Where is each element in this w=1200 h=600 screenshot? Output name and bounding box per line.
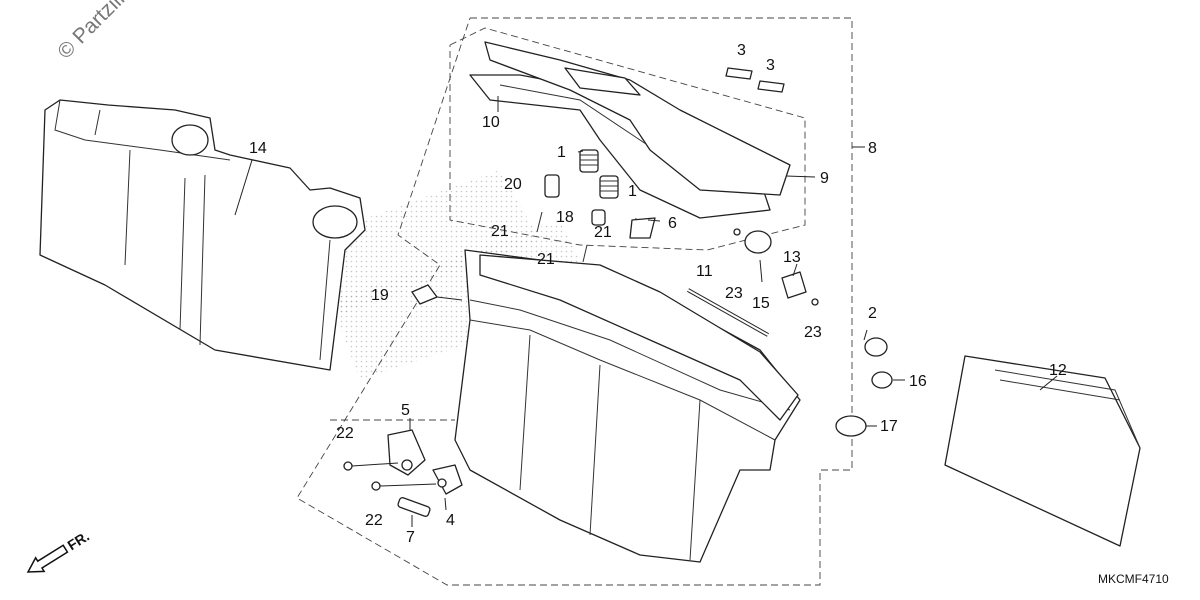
callout-23b[interactable]: 23	[804, 324, 822, 341]
callout-12[interactable]: 12	[1049, 362, 1067, 379]
callout-15[interactable]: 15	[752, 295, 770, 312]
callout-4[interactable]: 4	[446, 512, 455, 529]
callout-5[interactable]: 5	[401, 402, 410, 419]
callout-16[interactable]: 16	[909, 373, 927, 390]
callout-1a[interactable]: 1	[557, 144, 566, 161]
part-16-grommet[interactable]	[871, 371, 893, 389]
part-15-damper[interactable]	[744, 230, 772, 254]
part-22-screws[interactable]	[343, 461, 381, 491]
part-14-cover[interactable]	[39, 99, 366, 371]
front-arrow-icon: FR.	[26, 528, 92, 573]
watermark: © Partzilla.com	[53, 0, 169, 64]
part-12-side-panel[interactable]	[944, 355, 1141, 547]
part-1-springs[interactable]	[579, 149, 619, 199]
part-18-collar[interactable]	[591, 209, 606, 226]
callouts: 1 1 2 3 3 4 5 6 7 8 9 10 11 12 13 14 15 …	[249, 42, 1067, 546]
leader-lines	[234, 96, 1058, 527]
part-2-grommet[interactable]	[864, 337, 888, 357]
callout-21c[interactable]: 21	[594, 224, 612, 241]
callout-9[interactable]: 9	[820, 170, 829, 187]
callout-3b[interactable]: 3	[766, 57, 775, 74]
part-3-stickers[interactable]	[725, 67, 785, 93]
callout-2[interactable]: 2	[868, 305, 877, 322]
callout-21b[interactable]: 21	[537, 251, 555, 268]
part-4-latch[interactable]	[432, 464, 463, 495]
part-20-collar[interactable]	[544, 174, 560, 198]
callout-20[interactable]: 20	[504, 176, 522, 193]
part-13-spring[interactable]	[781, 271, 807, 299]
front-indicator: FR.	[64, 528, 92, 554]
callout-13[interactable]: 13	[783, 249, 801, 266]
callout-7[interactable]: 7	[406, 529, 415, 546]
part-11-rod[interactable]	[687, 288, 769, 337]
callout-6[interactable]: 6	[668, 215, 677, 232]
callout-19[interactable]: 19	[371, 287, 389, 304]
callout-23a[interactable]: 23	[725, 285, 743, 302]
callout-17[interactable]: 17	[880, 418, 898, 435]
part-17-grommet[interactable]	[835, 415, 867, 437]
callout-8[interactable]: 8	[868, 140, 877, 157]
callout-3a[interactable]: 3	[737, 42, 746, 59]
callout-22b[interactable]: 22	[365, 512, 383, 529]
part-6-bracket[interactable]	[629, 217, 656, 239]
callout-18[interactable]: 18	[556, 209, 574, 226]
callout-1b[interactable]: 1	[628, 183, 637, 200]
part-9-lid-top[interactable]	[484, 41, 791, 196]
callout-14[interactable]: 14	[249, 140, 267, 157]
diagram-code: MKCMF4710	[1098, 572, 1169, 586]
part-23-clips[interactable]	[733, 228, 819, 306]
part-7-spring[interactable]	[397, 497, 431, 517]
part-5-latch[interactable]	[387, 429, 426, 476]
callout-21a[interactable]: 21	[491, 223, 509, 240]
callout-22a[interactable]: 22	[336, 425, 354, 442]
part-8-main-box[interactable]	[454, 249, 801, 563]
callout-10[interactable]: 10	[482, 114, 500, 131]
callout-11[interactable]: 11	[696, 263, 713, 280]
